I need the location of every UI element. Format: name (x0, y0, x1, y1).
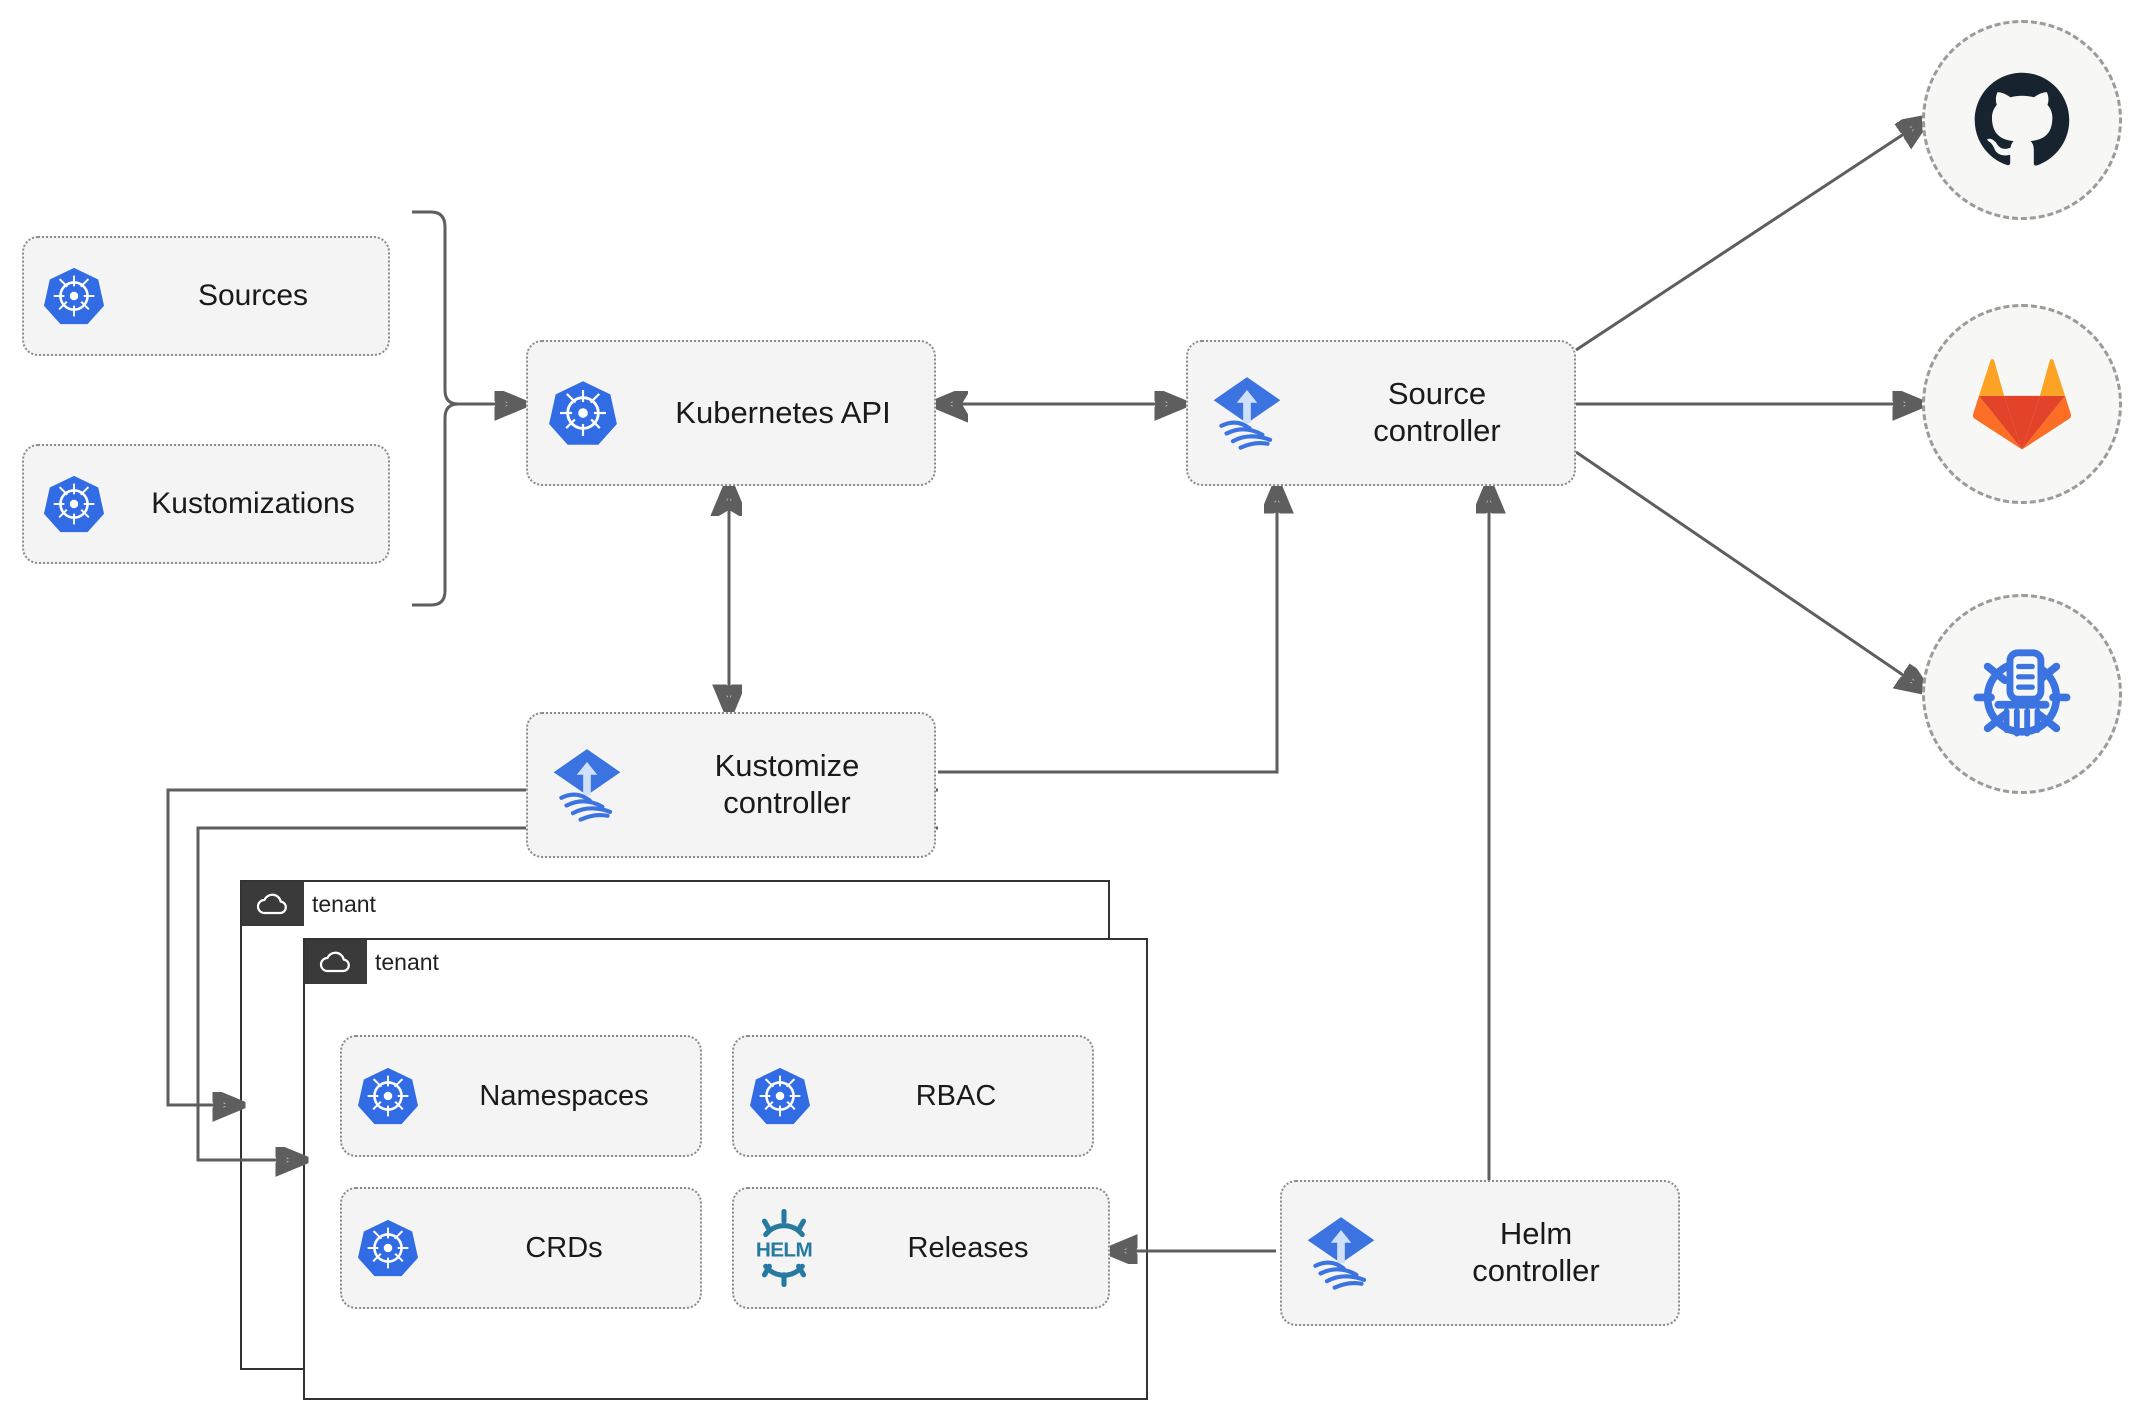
kubernetes-icon (528, 378, 638, 448)
kubernetes-icon (24, 265, 124, 327)
kubernetes-icon (342, 1217, 434, 1279)
node-kubernetes-api[interactable]: Kubernetes API (526, 340, 936, 486)
tenant-card-releases[interactable]: HELM Releases (732, 1187, 1110, 1309)
cloud-icon (242, 882, 304, 926)
group-bracket (412, 210, 459, 607)
kubernetes-icon (734, 1065, 826, 1127)
card-label: CRDs (525, 1231, 603, 1264)
node-label: Helm controller (1472, 1216, 1600, 1288)
card-label: Kustomizations (151, 487, 355, 521)
node-label: Kubernetes API (675, 394, 891, 430)
svg-text:HELM: HELM (756, 1239, 812, 1262)
endpoint-gitlab[interactable] (1922, 304, 2122, 504)
node-helm-controller[interactable]: Helm controller (1280, 1180, 1680, 1326)
card-label: Releases (907, 1231, 1029, 1264)
wire-source-bucket (1575, 450, 1925, 690)
github-icon (1974, 72, 2070, 166)
node-label: Kustomize controller (714, 748, 860, 820)
helm-repository-icon (1973, 649, 2071, 737)
wire-kustomize-source (938, 486, 1277, 774)
tenant-label: tenant (312, 890, 376, 917)
card-sources[interactable]: Sources (22, 236, 390, 356)
flux-icon (1282, 1212, 1400, 1294)
card-label: Sources (197, 279, 309, 313)
node-source-controller[interactable]: Source controller (1186, 340, 1576, 486)
card-label: Namespaces (479, 1079, 649, 1112)
wire-source-github (1575, 120, 1925, 352)
tenant-frame-front[interactable]: tenant (303, 938, 1148, 1400)
card-kustomizations[interactable]: Kustomizations (22, 444, 390, 564)
node-kustomize-controller[interactable]: Kustomize controller (526, 712, 936, 858)
tenant-card-crds[interactable]: CRDs (340, 1187, 702, 1309)
cloud-icon (305, 940, 367, 984)
tenant-label: tenant (375, 948, 439, 975)
node-label: Source controller (1373, 376, 1501, 448)
endpoint-bucket[interactable] (1922, 594, 2122, 794)
endpoint-github[interactable] (1922, 20, 2122, 220)
flux-icon (1188, 372, 1306, 454)
gitlab-icon (1972, 359, 2072, 450)
kubernetes-icon (24, 473, 124, 535)
helm-icon: HELM (734, 1209, 834, 1287)
flux-icon (528, 744, 646, 826)
card-label: RBAC (915, 1079, 997, 1112)
tenant-card-namespaces[interactable]: Namespaces (340, 1035, 702, 1157)
kubernetes-icon (342, 1065, 434, 1127)
tenant-card-rbac[interactable]: RBAC (732, 1035, 1094, 1157)
